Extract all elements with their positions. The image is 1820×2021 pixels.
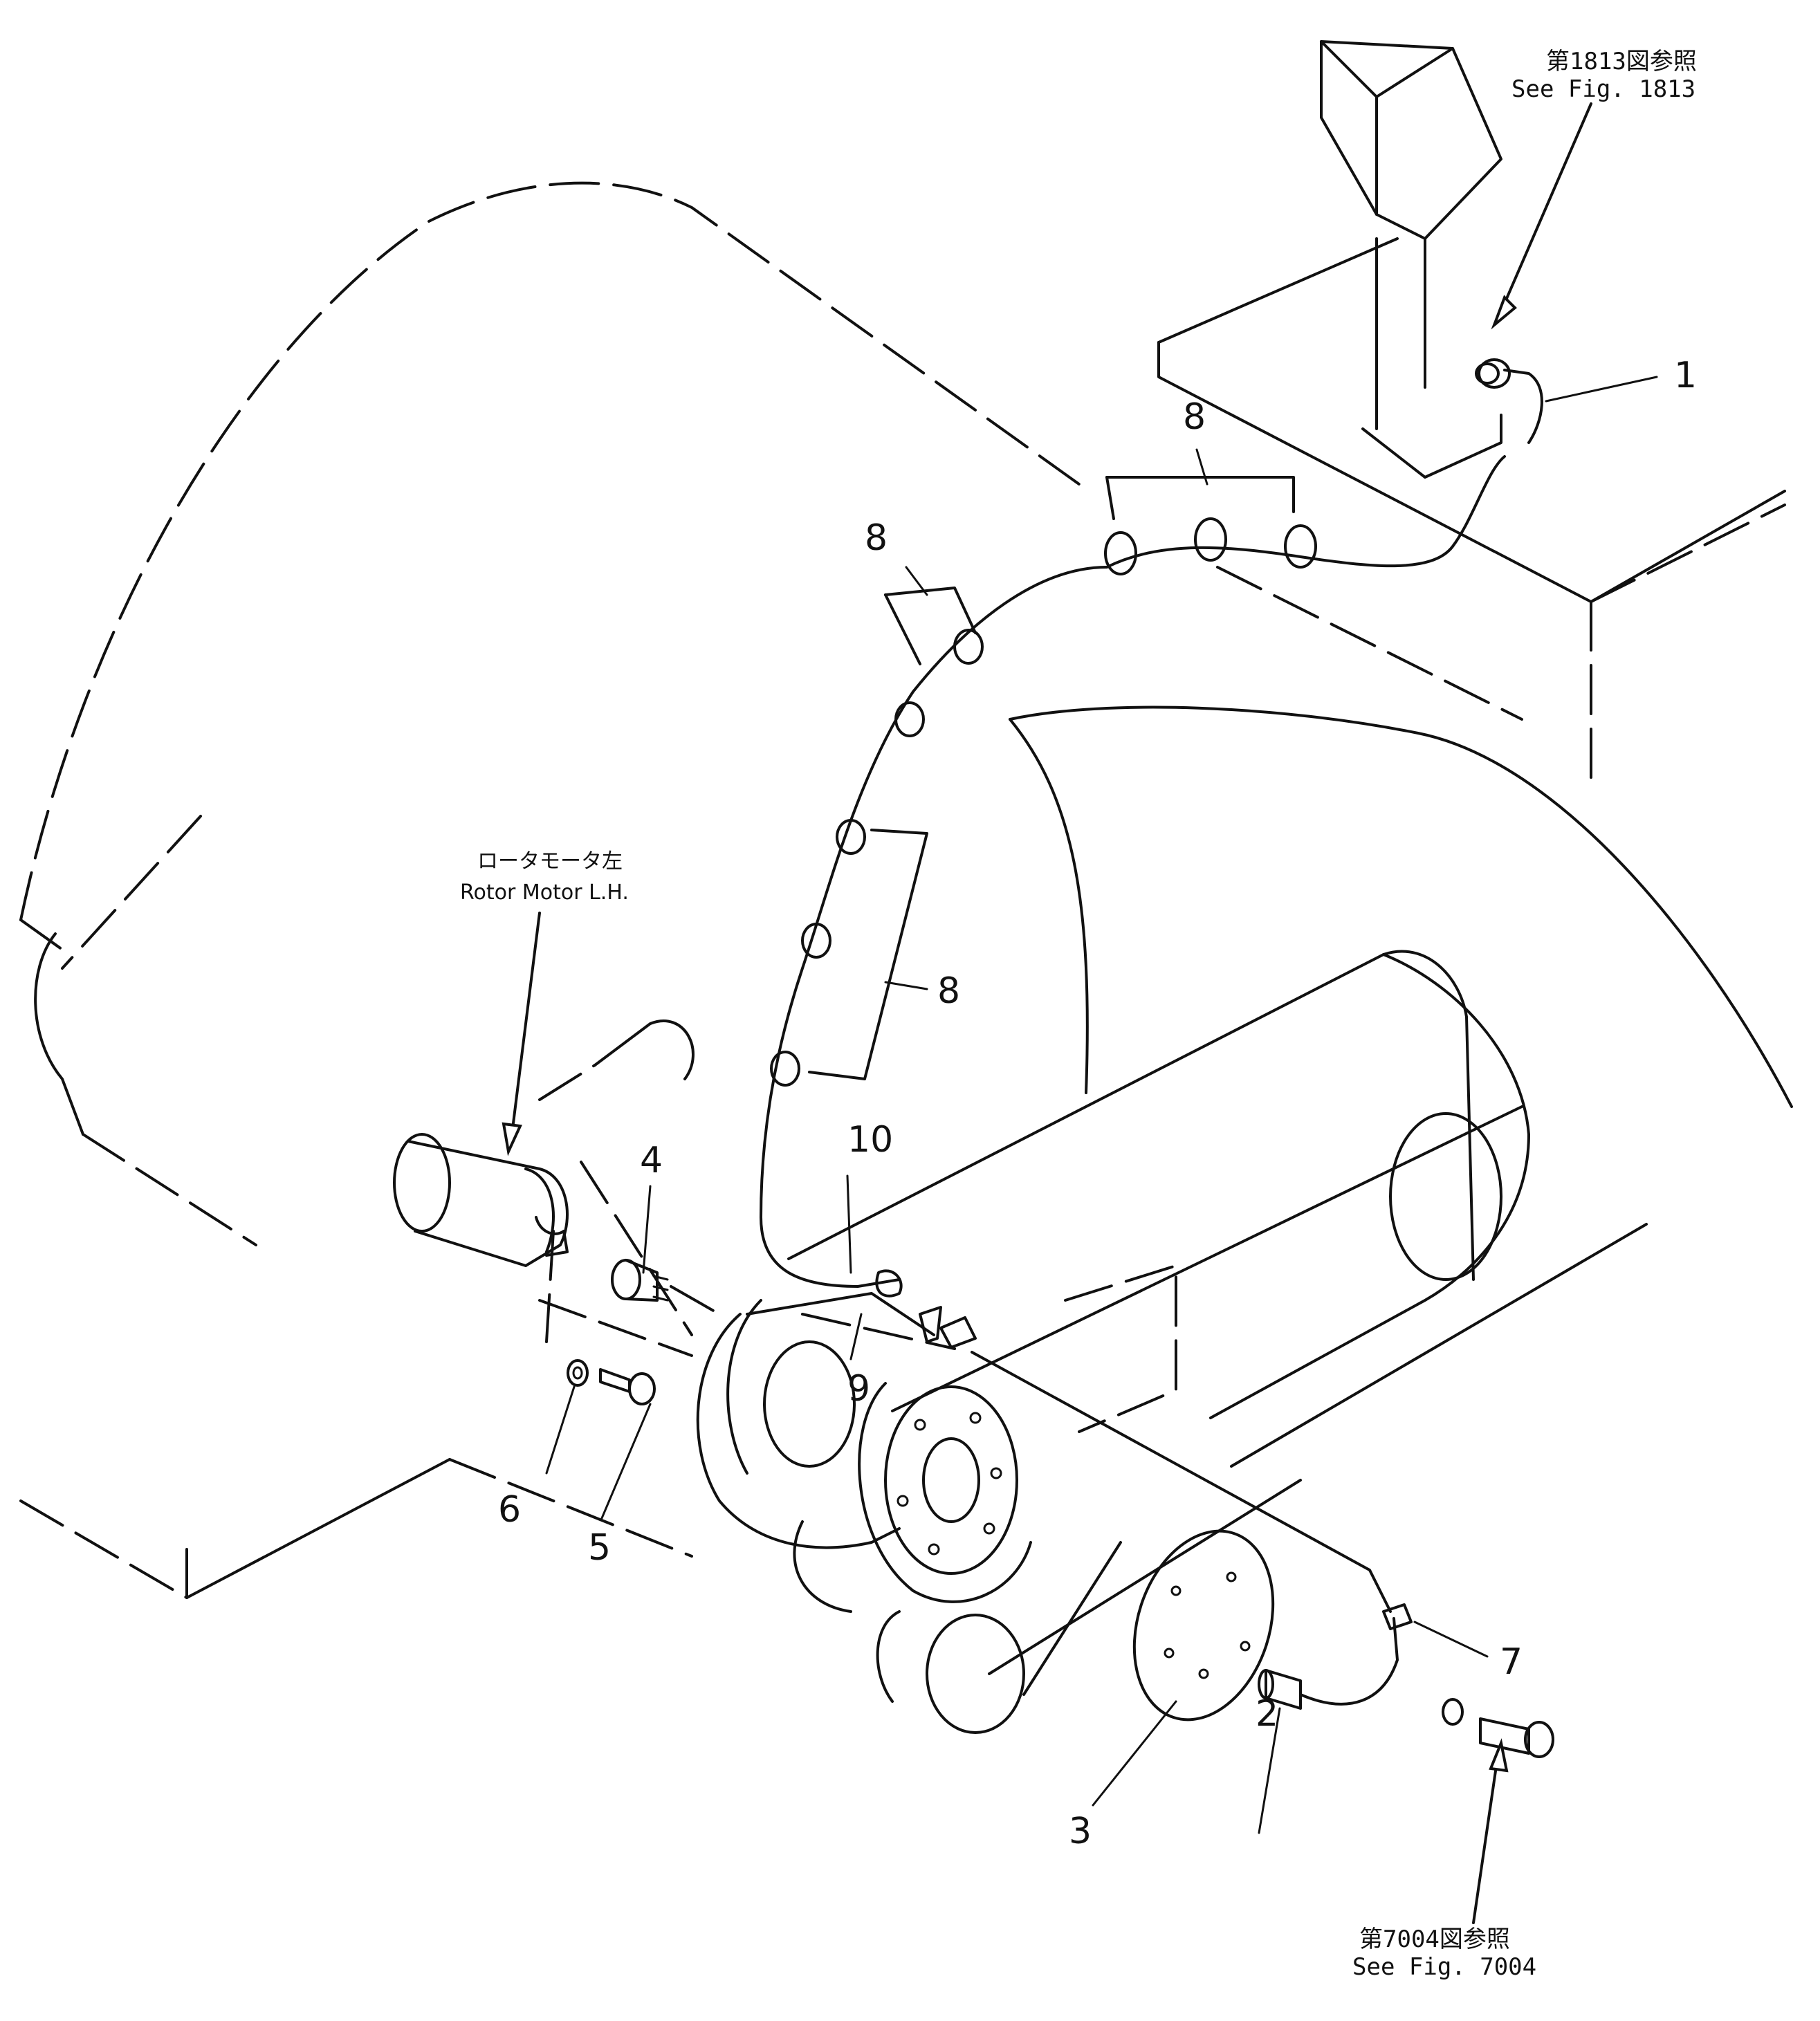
rotor-motor-label-jp: ロータモータ左 (477, 849, 623, 874)
part-number-8-upper: 8 (865, 517, 888, 559)
fig-1813-ref-jp: 第1813図参照 (1546, 48, 1697, 75)
part-number-10: 10 (847, 1119, 893, 1161)
part-number-4: 4 (640, 1140, 663, 1181)
sensor-bolt (1442, 1698, 1554, 1758)
reference-captions: 第1813図参照 See Fig. 1813 ロータモータ左 Rotor Mot… (460, 48, 1697, 1981)
part-number-8-top: 8 (1183, 396, 1206, 438)
fig-7004-ref-jp: 第7004図参照 (1359, 1926, 1510, 1953)
fig-1813-ref-en: See Fig. 1813 (1511, 75, 1695, 103)
part-number-labels: 1 2 3 4 5 6 7 8 8 8 9 10 (498, 355, 1697, 1852)
part-number-2: 2 (1256, 1693, 1278, 1735)
bracket-part (801, 1306, 956, 1350)
callout-brackets (808, 476, 1295, 1080)
leader-lines (502, 102, 1658, 1924)
hub-bolt-holes (897, 1412, 1002, 1556)
part-number-1: 1 (1674, 355, 1697, 396)
coupling-part (611, 1259, 721, 1316)
fig-7004-ref-en: See Fig. 7004 (1352, 1953, 1536, 1981)
wire-harness (760, 358, 1543, 1613)
speed-sensor (1258, 1617, 1399, 1710)
bolt-and-washer (567, 1359, 656, 1405)
cover-plate (1132, 1529, 1275, 1722)
part-number-3: 3 (1069, 1811, 1092, 1852)
part-number-9: 9 (847, 1368, 870, 1410)
housing-outline (19, 181, 1523, 1599)
rotor-arm-assembly (787, 705, 1793, 1696)
operator-console (1157, 40, 1786, 783)
rotor-motor-lh (393, 1019, 695, 1343)
part-number-6: 6 (498, 1489, 521, 1531)
part-number-7: 7 (1500, 1641, 1523, 1683)
part-number-8-middle: 8 (937, 970, 960, 1012)
gearbox-hub (696, 1292, 1032, 1734)
harness-clamp (1382, 1603, 1413, 1630)
part-number-5: 5 (588, 1527, 611, 1569)
rotor-motor-label-en: Rotor Motor L.H. (460, 880, 629, 905)
